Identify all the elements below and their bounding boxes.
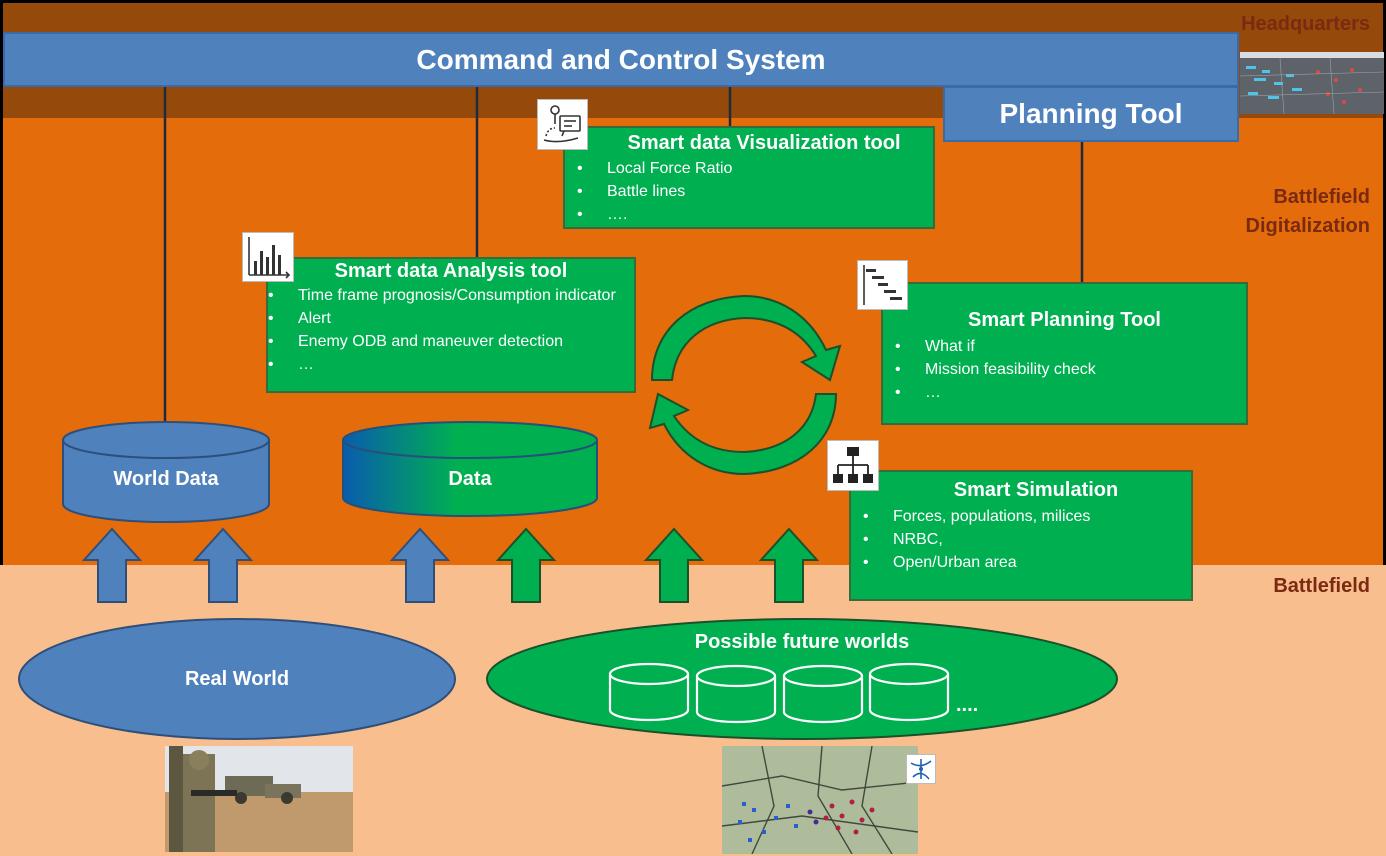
soldiers-photo [165, 746, 353, 852]
future-worlds-ellipse [486, 618, 1118, 740]
visualization-item: …. [577, 203, 933, 226]
future-worlds-ellipsis: .... [956, 694, 979, 716]
arrow-up-blue [81, 527, 143, 603]
gantt-chart-icon [857, 260, 908, 310]
data-label: Data [448, 468, 492, 490]
analysis-item: Enemy ODB and maneuver detection [268, 330, 618, 353]
command-control-system: Command and Control System [3, 32, 1239, 87]
bar-chart-icon [242, 232, 294, 282]
future-world-cylinder-top [608, 662, 690, 686]
cycle-arrows-icon [648, 294, 842, 476]
analysis-item: … [268, 353, 618, 376]
world-data-cylinder [62, 421, 270, 523]
smart-planning-item: Mission feasibility check [895, 358, 1246, 381]
digitalization-label-line1: Battlefield [1273, 186, 1370, 208]
smart-simulation-item: Forces, populations, milices [863, 505, 1191, 528]
analysis-tool-title: Smart data Analysis tool [334, 260, 568, 282]
arrow-up-green [643, 527, 705, 603]
analysis-tool-box: Smart data Analysis tool Time frame prog… [266, 257, 636, 393]
smart-simulation-box: Smart Simulation Forces, populations, mi… [849, 470, 1193, 601]
real-world-ellipse [18, 618, 456, 740]
future-world-cylinder-top [695, 664, 777, 688]
smart-planning-item: What if [895, 335, 1246, 358]
world-data-label: World Data [113, 468, 219, 490]
future-worlds-label: Possible future worlds [694, 631, 910, 653]
analysis-item: Time frame prognosis/Consumption indicat… [268, 284, 618, 307]
battlefield-label: Battlefield [1273, 575, 1370, 597]
real-world-label: Real World [184, 668, 290, 690]
future-world-cylinder [608, 674, 690, 722]
analysis-item: Alert [268, 307, 618, 330]
headquarters-label: Headquarters [1241, 13, 1370, 35]
visualization-item: Battle lines [577, 180, 933, 203]
visualization-tool-box: Smart data Visualization tool Local Forc… [563, 126, 935, 229]
smart-planning-tool-box: Smart Planning Tool What if Mission feas… [881, 282, 1248, 425]
visualization-tool-title: Smart data Visualization tool [627, 132, 901, 154]
future-world-cylinder-top [782, 664, 864, 688]
smart-simulation-title: Smart Simulation [953, 479, 1119, 501]
future-world-cylinder [695, 676, 777, 724]
smart-simulation-item: NRBC, [863, 528, 1191, 551]
upward-arrows [81, 527, 820, 603]
arrow-up-green [758, 527, 820, 603]
hq-screenshot-image [1240, 52, 1384, 114]
future-world-cylinder [782, 676, 864, 724]
compass-star-icon [906, 754, 936, 784]
planning-tool: Planning Tool [943, 86, 1239, 142]
smart-planning-tool-title: Smart Planning Tool [968, 309, 1161, 331]
digitalization-label-line2: Digitalization [1245, 215, 1370, 237]
org-chart-icon [827, 440, 879, 491]
smart-planning-item: … [895, 381, 1246, 404]
arrow-up-blue [389, 527, 451, 603]
arrow-up-blue [192, 527, 254, 603]
map-pin-screen-icon [537, 99, 588, 150]
tactical-map-image [722, 746, 918, 854]
future-world-cylinder [868, 674, 950, 722]
data-cylinder [342, 421, 598, 517]
visualization-item: Local Force Ratio [577, 157, 933, 180]
future-world-cylinder-top [868, 662, 950, 686]
smart-simulation-item: Open/Urban area [863, 551, 1191, 574]
arrow-up-green [495, 527, 557, 603]
